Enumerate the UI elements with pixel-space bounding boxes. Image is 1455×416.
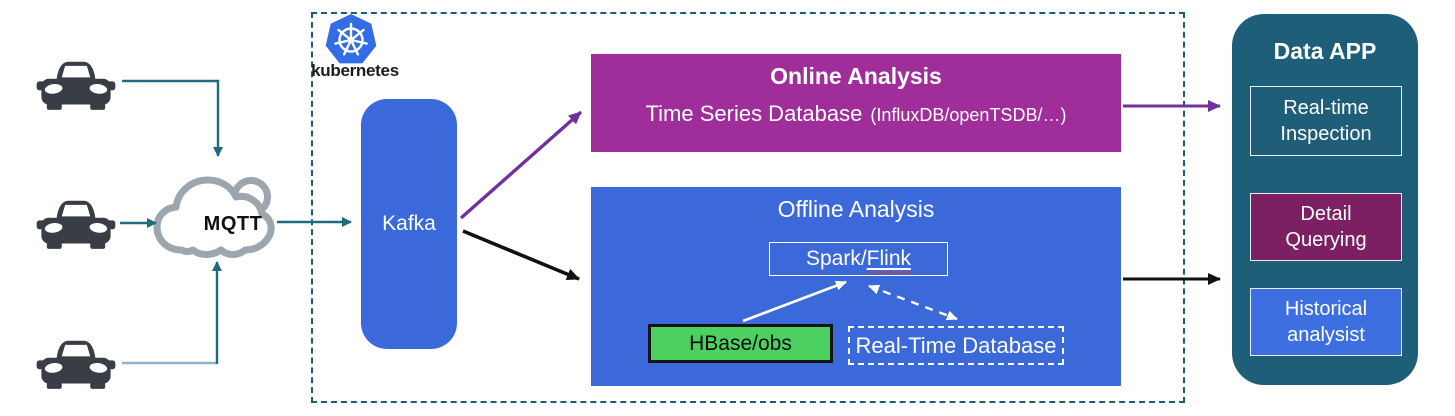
mqtt-broker-label: MQTT: [203, 213, 263, 235]
time-series-database-detail: (InfluxDB/openTSDB/…): [870, 105, 1067, 125]
spark-flink-box: Spark/Flink: [769, 242, 948, 276]
real-time-database-box: Real-Time Database: [848, 326, 1064, 365]
online-analysis-box: Online Analysis Time Series Database (Inf…: [591, 54, 1121, 152]
time-series-database-label: Time Series Database: [645, 101, 863, 126]
spark-flink-label: Spark/Flink: [805, 247, 912, 270]
kafka-label: Kafka: [382, 212, 436, 235]
kubernetes-helm-icon: [325, 14, 377, 64]
real-time-inspection-label: Real-time Inspection: [1280, 97, 1372, 145]
real-time-database-label: Real-Time Database: [855, 332, 1057, 358]
historical-analysist-box: Historical analysist: [1250, 288, 1402, 356]
offline-analysis-box: Offline Analysis Spark/Flink HBase/obs R…: [591, 187, 1121, 386]
data-app-panel: Data APP Real-time Inspection Detail Que…: [1232, 14, 1418, 385]
online-analysis-title: Online Analysis: [770, 63, 942, 89]
offline-analysis-title: Offline Analysis: [777, 196, 935, 222]
detail-querying-label: Detail Querying: [1285, 203, 1367, 251]
flink-spellcheck-word: Flink: [866, 247, 912, 270]
car-icon: [36, 61, 116, 110]
kubernetes-label: kubernetes: [311, 61, 399, 80]
kubernetes-cluster-boundary: [311, 12, 1185, 403]
cloud-icon: [153, 176, 275, 258]
historical-analysist-label: Historical analysist: [1284, 298, 1368, 346]
car-icon: [36, 340, 116, 389]
arrow-vehicle1-to-mqtt: [122, 79, 223, 157]
car-icon: [36, 200, 116, 249]
real-time-inspection-box: Real-time Inspection: [1250, 86, 1402, 156]
kafka-node: Kafka: [361, 99, 457, 349]
hbase-obs-label: HBase/obs: [689, 331, 792, 355]
online-analysis-subtitle: Time Series Database (InfluxDB/openTSDB/……: [646, 101, 1067, 128]
detail-querying-box: Detail Querying: [1250, 193, 1402, 261]
hbase-obs-box: HBase/obs: [648, 324, 833, 363]
data-app-title: Data APP: [1273, 38, 1377, 64]
